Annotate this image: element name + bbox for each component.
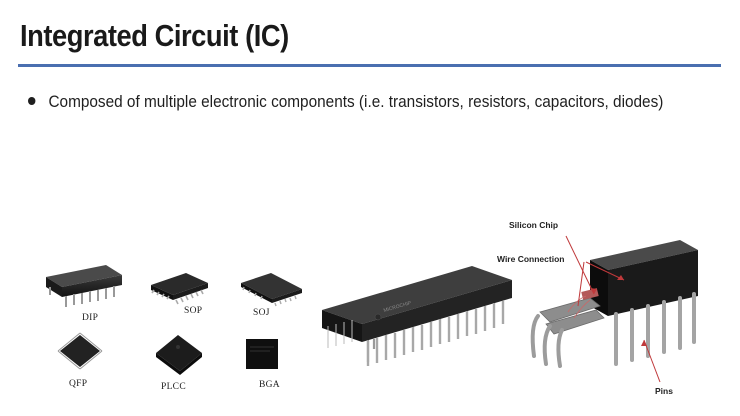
package-label-bga: BGA: [259, 380, 280, 390]
large-dip-chip-illustration: MICROCHIP: [322, 266, 512, 366]
ic-cutaway-illustration: [530, 235, 698, 383]
dip-package-icon: [46, 265, 122, 307]
callout-pins: Pins: [655, 386, 673, 396]
callout-wire-connection: Wire Connection: [497, 254, 565, 264]
package-label-soj: SOJ: [253, 308, 270, 318]
qfp-package-icon: [57, 332, 103, 370]
package-label-dip: DIP: [82, 313, 99, 323]
callout-silicon-chip: Silicon Chip: [509, 220, 559, 230]
ic-packages-illustration: [46, 265, 302, 375]
package-label-plcc: PLCC: [161, 382, 186, 392]
sop-package-icon: [151, 273, 208, 305]
plcc-package-icon: [156, 335, 202, 375]
slide-title: Integrated Circuit (IC): [20, 18, 289, 53]
package-label-qfp: QFP: [69, 379, 88, 389]
bga-package-icon: [246, 339, 278, 369]
soj-package-icon: [241, 273, 302, 307]
bullet-text: Composed of multiple electronic componen…: [48, 93, 664, 111]
bullet-item: Composed of multiple electronic componen…: [28, 93, 663, 112]
bullet-dot-icon: [28, 96, 36, 105]
title-underline: [18, 64, 721, 67]
package-label-sop: SOP: [184, 306, 203, 316]
